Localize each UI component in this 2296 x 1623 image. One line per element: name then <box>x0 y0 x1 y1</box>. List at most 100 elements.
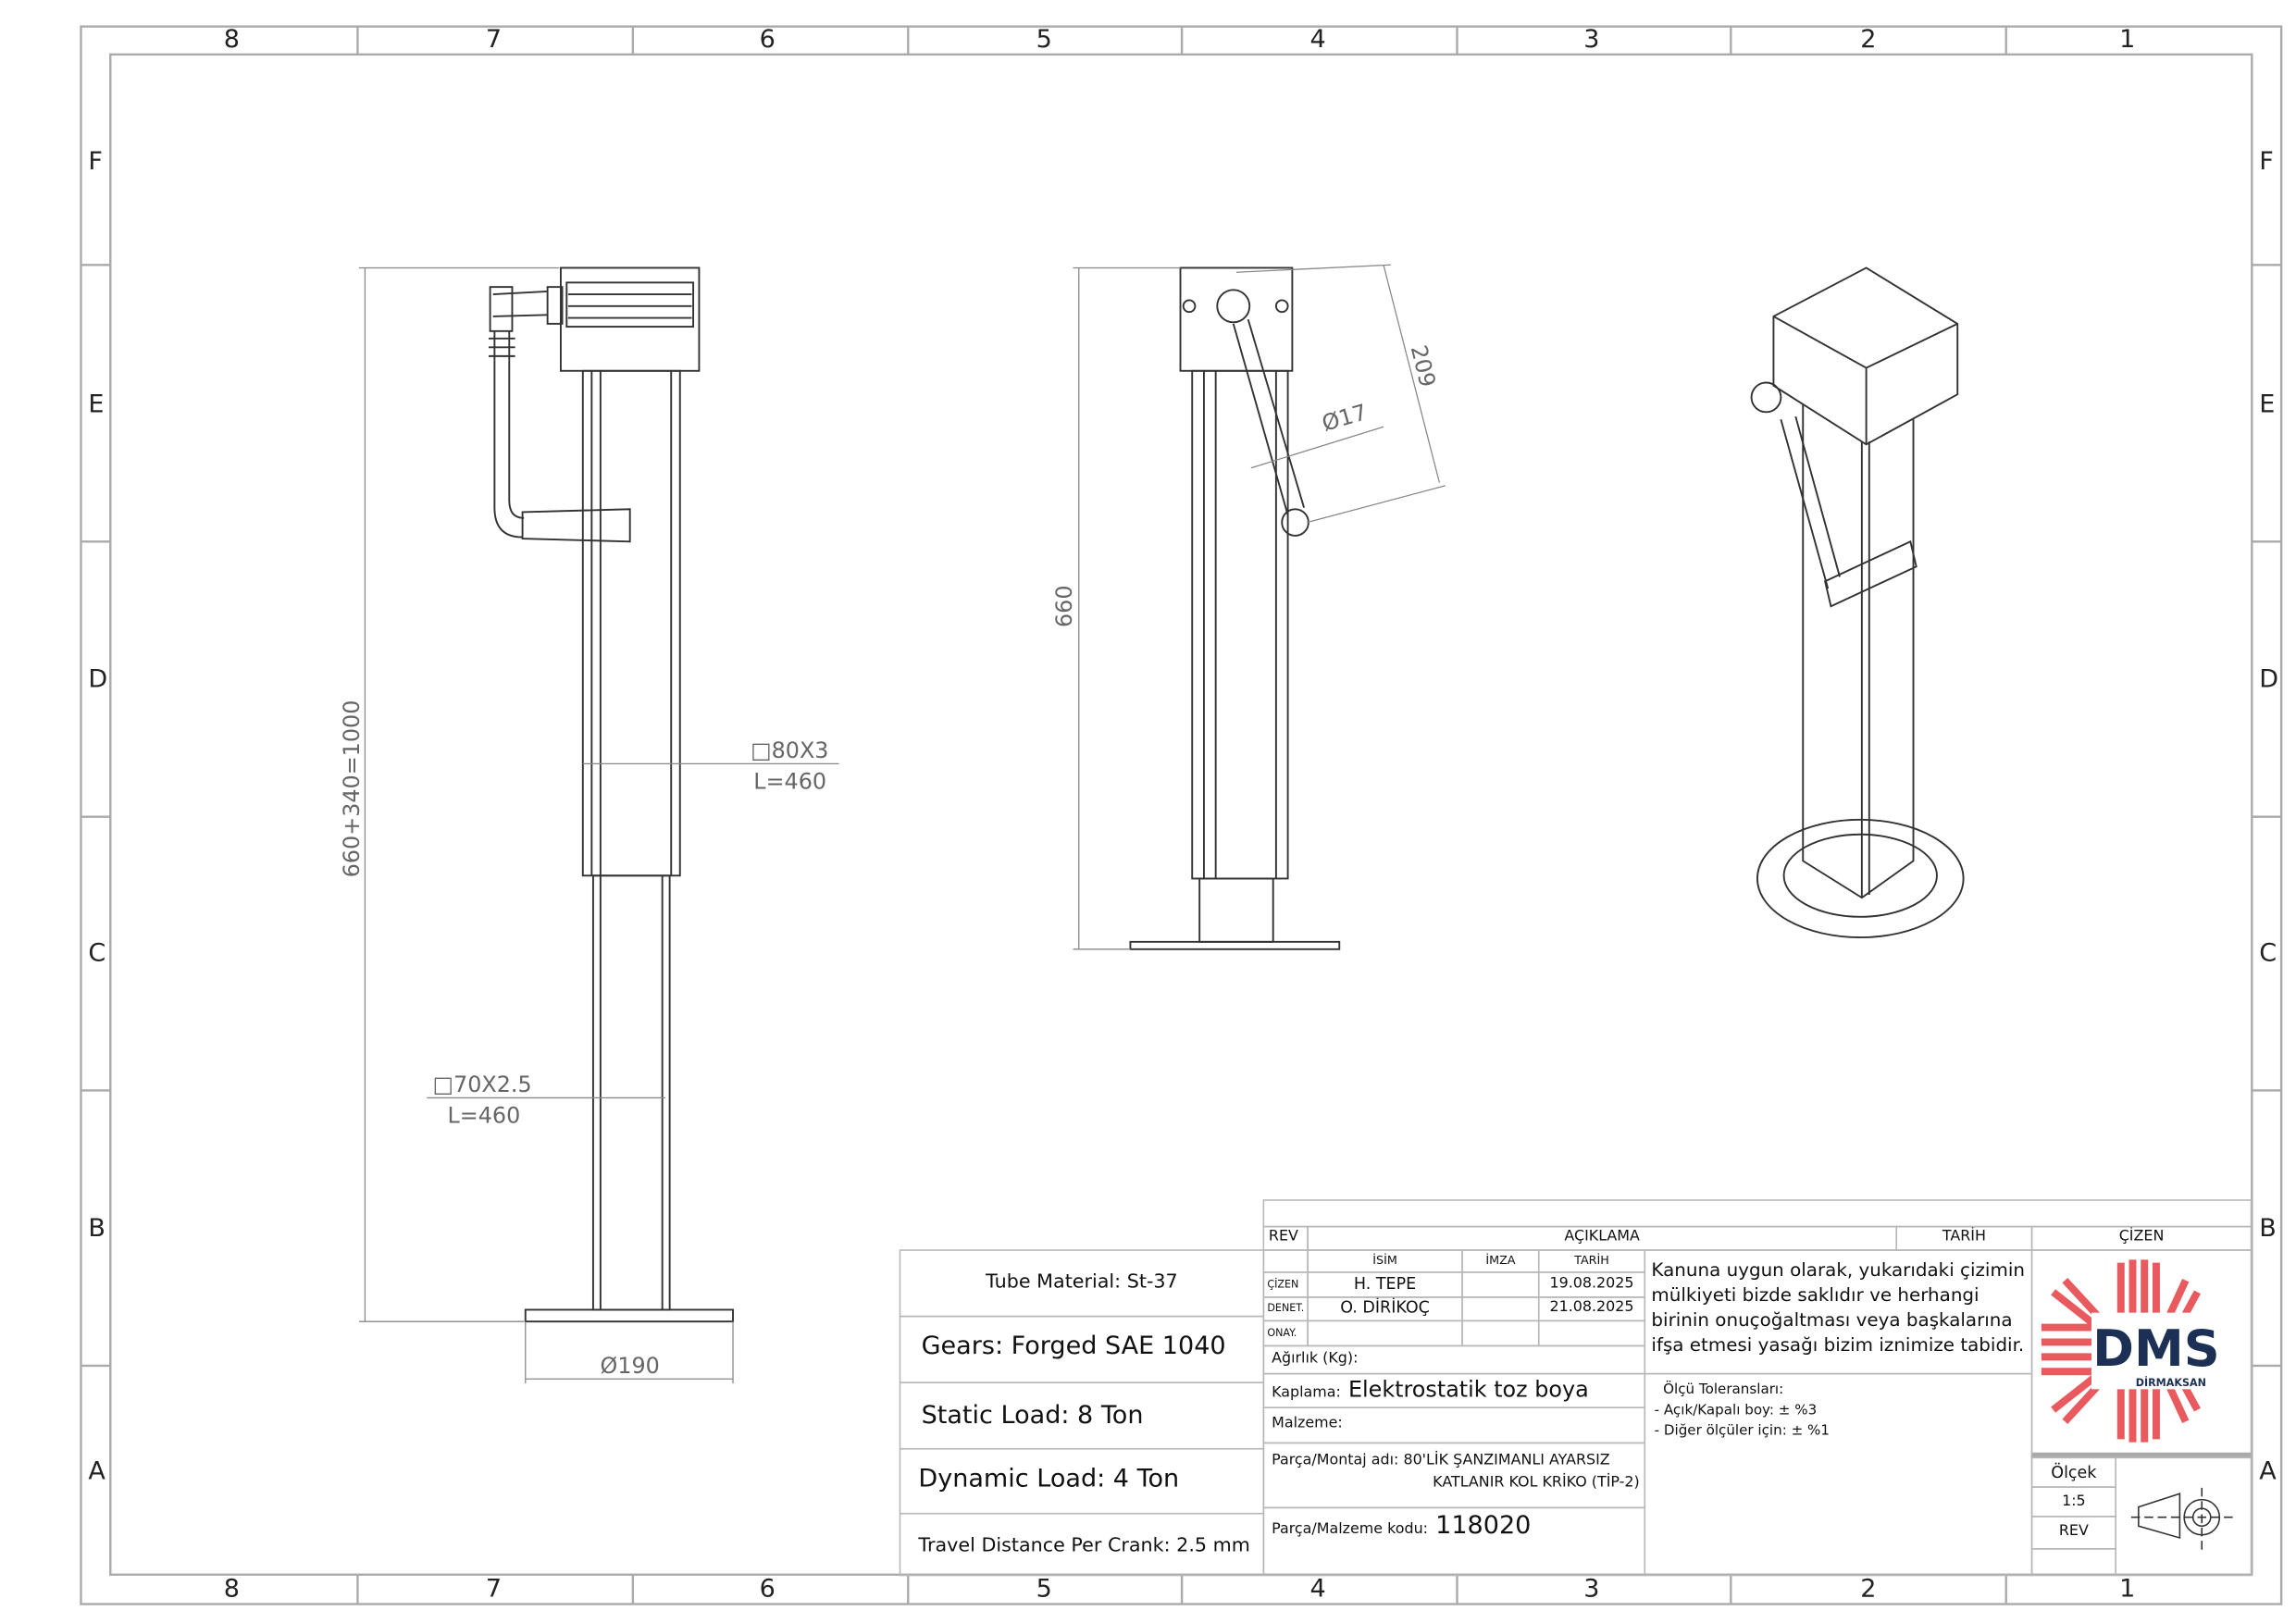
zone-row-b-right: B <box>2259 1214 2277 1244</box>
dim-outer-tube: □80X3 <box>751 737 828 763</box>
kod-field: Parça/Malzeme kodu: 118020 <box>1262 1506 1646 1577</box>
zone-col-8: 8 <box>223 25 240 55</box>
zone-row-e: E <box>88 390 105 420</box>
crank-handle <box>521 508 631 543</box>
zone-row-d: D <box>88 664 108 695</box>
kod-label: Parça/Malzeme kodu: <box>1272 1521 1429 1538</box>
name-onay <box>1307 1319 1463 1347</box>
tolerance-line-2: - Diğer ölçüler için: ± %1 <box>1654 1422 1831 1440</box>
tolerances-box: Ölçü Toleransları: - Açık/Kapalı boy: ± … <box>1644 1372 2033 1577</box>
zone-dividers <box>81 26 2282 1604</box>
projection-box <box>2115 1456 2253 1577</box>
scale-value: 1:5 <box>2030 1486 2116 1518</box>
dim-base-diameter: Ø190 <box>601 1353 660 1379</box>
first-angle-projection-icon <box>2130 1487 2235 1550</box>
spec-gears: Gears: Forged SAE 1040 <box>899 1315 1265 1383</box>
zone-col-5: 5 <box>1036 25 1052 55</box>
parca-value-2: KATLANIR KOL KRİKO (TİP-2) <box>1433 1474 1640 1492</box>
company-logo: DMS DİRMAKSAN <box>2030 1249 2253 1459</box>
zone-col-1: 1 <box>2119 25 2136 55</box>
base-plate <box>524 1308 734 1323</box>
scale-label: Ölçek <box>2030 1456 2116 1488</box>
kaplama-field: Kaplama: Elektrostatik toz boya <box>1262 1372 1646 1409</box>
crank-arm <box>493 360 525 539</box>
name-denet: O. DİRİKOÇ <box>1307 1296 1463 1322</box>
base-plate-front <box>1129 940 1341 950</box>
role-onay: ONAY. <box>1262 1319 1309 1347</box>
inner-tube <box>591 874 671 1311</box>
dim-handle-diameter: Ø17 <box>1319 399 1370 436</box>
name-cizen: H. TEPE <box>1307 1271 1463 1298</box>
crank-spring <box>489 330 515 361</box>
zone-row-d-right: D <box>2259 664 2279 695</box>
agirlik-field: Ağırlık (Kg): <box>1262 1344 1646 1375</box>
zone-row-a: A <box>88 1456 105 1487</box>
zone-col-2-bottom: 2 <box>1860 1574 1877 1604</box>
dim-inner-tube-length: L=460 <box>447 1102 520 1128</box>
kaplama-label: Kaplama: <box>1272 1384 1341 1402</box>
parca-label: Parça/Montaj adı: <box>1272 1452 1399 1469</box>
front-view <box>1129 266 1341 950</box>
signature-denet <box>1461 1296 1540 1322</box>
isim-header: İSİM <box>1307 1249 1463 1273</box>
zone-col-3: 3 <box>1583 25 1600 55</box>
outer-tube-front <box>1191 369 1289 880</box>
zone-col-1-bottom: 1 <box>2119 1574 2136 1604</box>
zone-row-b: B <box>88 1214 105 1244</box>
zone-col-3-bottom: 3 <box>1583 1574 1600 1604</box>
logo-subtext: DİRMAKSAN <box>2136 1376 2206 1389</box>
isometric-view <box>1750 266 1965 939</box>
kod-value: 118020 <box>1435 1511 1532 1542</box>
spec-static-load: Static Load: 8 Ton <box>899 1381 1265 1450</box>
outer-tube <box>581 369 681 877</box>
spec-dynamic-load: Dynamic Load: 4 Ton <box>899 1447 1265 1515</box>
tarih-col-header: TARİH <box>1537 1249 1646 1273</box>
kaplama-value: Elektrostatik toz boya <box>1347 1376 1589 1403</box>
imza-header: İMZA <box>1461 1249 1540 1273</box>
zone-row-c: C <box>88 938 106 969</box>
revision-blank-row <box>1262 1199 2253 1228</box>
ownership-notice: Kanuna uygun olarak, yukarıdaki çizimin … <box>1644 1249 2033 1375</box>
zone-col-5-bottom: 5 <box>1036 1574 1052 1604</box>
malzeme-field: Malzeme: <box>1262 1406 1646 1444</box>
gearbox-front <box>1179 266 1294 372</box>
zone-col-8-bottom: 8 <box>223 1574 240 1604</box>
date-onay <box>1537 1319 1646 1347</box>
crank-arm-front <box>1232 318 1306 515</box>
rev-header: REV <box>1262 1225 1309 1251</box>
zone-row-c-right: C <box>2259 938 2277 969</box>
zone-col-4: 4 <box>1309 25 1326 55</box>
cizen-header: ÇİZEN <box>2030 1225 2253 1251</box>
zone-row-f-right: F <box>2259 147 2274 177</box>
role-denet: DENET. <box>1262 1296 1309 1322</box>
role-cizen: ÇİZEN <box>1262 1271 1309 1298</box>
zone-col-4-bottom: 4 <box>1309 1574 1326 1604</box>
zone-col-7-bottom: 7 <box>485 1574 503 1604</box>
tarih-header: TARİH <box>1895 1225 2033 1251</box>
rev-value <box>2030 1548 2116 1577</box>
tolerances-title: Ölçü Toleransları: <box>1663 1381 1784 1398</box>
spec-travel-distance: Travel Distance Per Crank: 2.5 mm <box>899 1512 1265 1577</box>
dim-total-height: 660+340=1000 <box>339 700 365 878</box>
dim-handle-length: 209 <box>1406 342 1441 390</box>
approvals-corner <box>1262 1249 1309 1273</box>
signature-onay <box>1461 1319 1540 1347</box>
spec-tube-material: Tube Material: St-37 <box>899 1249 1265 1318</box>
tolerance-line-1: - Açık/Kapalı boy: ± %3 <box>1654 1402 1818 1419</box>
zone-row-a-right: A <box>2259 1456 2277 1487</box>
zone-col-2: 2 <box>1860 25 1877 55</box>
zone-row-e-right: E <box>2259 390 2276 420</box>
parca-field: Parça/Montaj adı: 80'LİK ŞANZIMANLI AYAR… <box>1262 1442 1646 1509</box>
zone-col-6: 6 <box>759 25 776 55</box>
zone-col-7: 7 <box>485 25 503 55</box>
parca-value-1: 80'LİK ŞANZIMANLI AYARSIZ <box>1403 1452 1610 1469</box>
dim-inner-tube: □70X2.5 <box>433 1072 532 1097</box>
date-cizen: 19.08.2025 <box>1537 1271 1646 1298</box>
logo-text: DMS <box>2092 1319 2220 1378</box>
side-view <box>489 266 734 1323</box>
dim-outer-tube-length: L=460 <box>753 768 826 794</box>
zone-row-f: F <box>88 147 103 177</box>
signature-cizen <box>1461 1271 1540 1298</box>
